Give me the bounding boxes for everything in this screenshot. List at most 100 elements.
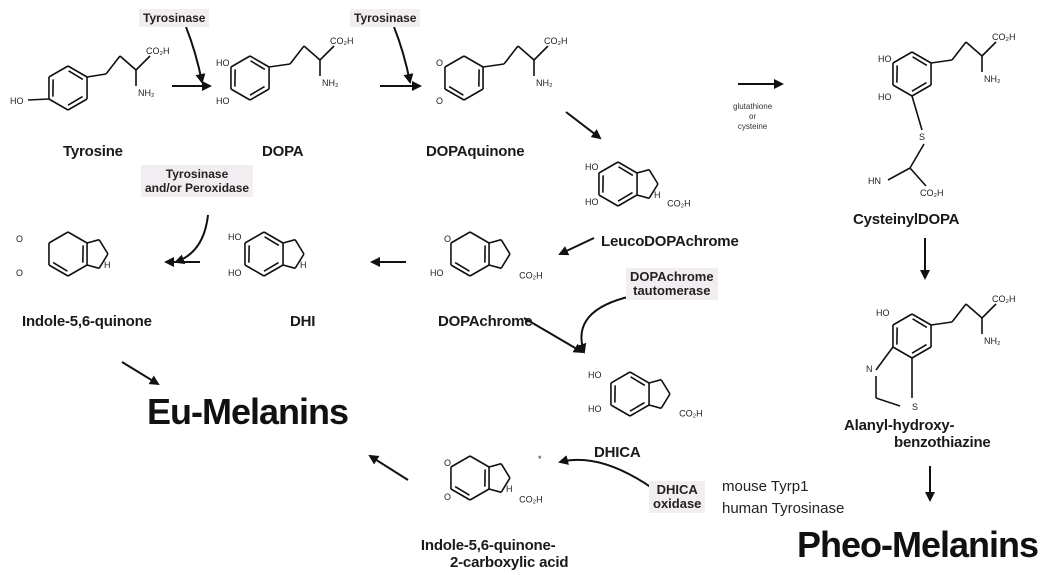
label-line: benzothiazine	[894, 434, 991, 451]
hydroxyl-label: HO	[216, 96, 230, 106]
label-dopa: DOPA	[262, 143, 304, 160]
double-bond	[629, 401, 645, 412]
double-bond	[249, 85, 265, 96]
reagent-line: glutathione	[733, 102, 773, 111]
bond	[598, 194, 619, 207]
bond	[294, 239, 305, 255]
label-dopachrome: DOPAchrome	[438, 313, 533, 330]
double-bond	[68, 70, 84, 81]
benzothiazine-ring	[892, 313, 932, 359]
bond	[930, 59, 953, 64]
enzyme-line: DHICA	[656, 482, 698, 497]
bond	[648, 404, 662, 410]
dopaquinone-ring	[444, 55, 484, 101]
bond	[244, 264, 265, 277]
label-iqca: Indole-5,6-quinone- 2-carboxylic acid	[408, 537, 569, 571]
double-bond	[912, 318, 928, 329]
bond	[660, 379, 671, 395]
double-bond	[911, 81, 927, 92]
bond	[892, 51, 913, 64]
bond	[500, 477, 511, 493]
bond	[469, 264, 490, 277]
double-bond	[448, 85, 464, 96]
leucodopachrome-five-ring	[636, 168, 659, 200]
bond	[105, 55, 121, 75]
label-indole-quinone: Indole-5,6-quinone	[22, 313, 152, 330]
double-bond	[618, 166, 634, 177]
bond	[48, 264, 69, 277]
arrow-dopachrome-to-dhica	[523, 317, 584, 354]
arrow-tyrosinase-1	[185, 26, 206, 84]
bond	[488, 462, 502, 468]
bond	[86, 73, 107, 78]
enzyme-dhica-oxidase: DHICA oxidase	[649, 481, 706, 513]
hydrogen-label: H	[104, 260, 111, 270]
bond	[533, 45, 549, 61]
oxygen-label: O	[436, 96, 443, 106]
bond	[636, 194, 650, 200]
bond	[294, 253, 305, 269]
hydroxyl-label: HO	[585, 162, 599, 172]
label-leucodopachrome: LeucoDOPAchrome	[601, 233, 739, 250]
bond	[892, 313, 913, 326]
bond	[482, 63, 505, 68]
hydroxyl-label: HO	[585, 197, 599, 207]
bond	[648, 183, 659, 199]
bond	[981, 41, 997, 57]
bond	[629, 404, 650, 417]
bond	[119, 55, 137, 71]
double-bond	[630, 376, 646, 387]
amine-label: NH₂	[322, 78, 339, 88]
enzyme-line: oxidase	[653, 496, 702, 511]
bond	[965, 41, 983, 57]
carboxyl-label: CO₂H	[519, 494, 543, 504]
indolequinone-five-ring	[86, 238, 109, 270]
bond	[660, 393, 671, 409]
bond	[98, 253, 109, 269]
label-tyrosine: Tyrosine	[63, 143, 123, 160]
carboxyl-label: CO₂H	[330, 36, 354, 46]
hydroxyl-label: HO	[588, 404, 602, 414]
bond	[450, 231, 471, 244]
bond	[911, 313, 932, 326]
carboxyl-label: CO₂H	[519, 270, 543, 280]
bond	[636, 168, 650, 174]
double-bond	[52, 261, 68, 272]
enzyme-line: and/or Peroxidase	[145, 181, 250, 195]
bond	[909, 167, 927, 187]
double-bond	[250, 60, 266, 71]
amine-label: NH₂	[536, 78, 553, 88]
bond	[500, 253, 511, 269]
reagent-note: glutathione or cysteine	[733, 102, 772, 132]
enzyme-tyrosinase-2: Tyrosinase	[350, 9, 421, 27]
sulfur-label: S	[919, 132, 925, 142]
bond	[930, 321, 953, 326]
arrow-tyrosinase-2	[393, 26, 414, 84]
double-bond	[264, 236, 280, 247]
bond	[450, 455, 471, 468]
bond	[249, 55, 270, 68]
bond	[463, 88, 484, 101]
label-dhica: DHICA	[594, 444, 641, 461]
enzyme-tyrosinase-1: Tyrosinase	[139, 9, 210, 27]
bond	[135, 55, 151, 71]
bond	[86, 264, 100, 270]
bond	[319, 45, 335, 61]
amine-label: NH₂	[138, 88, 155, 98]
amine-label: NH₂	[984, 74, 1001, 84]
double-bond	[67, 95, 83, 106]
double-bond	[911, 343, 927, 354]
oxygen-label: O	[436, 58, 443, 68]
dhi-five-ring	[282, 238, 305, 270]
bond	[48, 231, 69, 244]
arrow-dopaquinone-to-leuco	[565, 111, 602, 140]
bond	[981, 303, 997, 319]
bond	[488, 264, 502, 270]
double-bond	[617, 191, 633, 202]
product-eu-melanins: Eu-Melanins	[147, 391, 349, 432]
arrow-leuco-to-dopachrome	[558, 237, 595, 256]
nitrogen-label: N	[866, 364, 873, 374]
